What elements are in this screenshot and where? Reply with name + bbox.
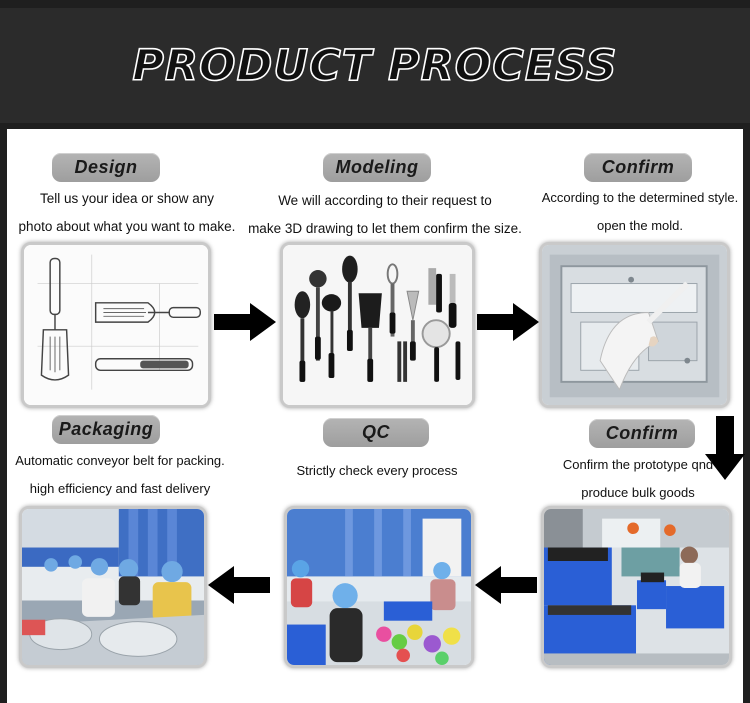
arrow-right-icon	[214, 303, 276, 341]
step-label-design: Design	[52, 153, 160, 182]
qc-inspection-photo-image	[284, 506, 474, 668]
step-desc-design-line2: photo about what you want to make.	[18, 219, 236, 234]
step-desc-confirm-prototype-line2: produce bulk goods	[581, 485, 695, 500]
step-desc-packaging-line2: high efficiency and fast delivery	[29, 481, 211, 496]
step-desc-modeling: We will according to their request to ma…	[240, 187, 530, 243]
step-desc-packaging-line1: Automatic conveyor belt for packing.	[15, 453, 225, 468]
mold-photo-image	[539, 242, 730, 408]
step-desc-confirm-mold: According to the determined style. open …	[527, 184, 750, 240]
bulk-production-photo-image	[541, 506, 732, 668]
step-desc-qc-line1: Strictly check every process	[296, 463, 458, 478]
step-desc-confirm-prototype: Confirm the prototype qnd produce bulk g…	[527, 451, 749, 507]
header-banner: PRODUCT PROCESS	[0, 8, 750, 123]
arrow-right-icon	[477, 303, 539, 341]
design-sketch-image	[21, 242, 211, 408]
step-desc-qc: Strictly check every process	[257, 457, 497, 485]
page-title: PRODUCT PROCESS	[132, 40, 618, 92]
step-label-confirm-prototype: Confirm	[589, 419, 695, 448]
step-desc-design: Tell us your idea or show any photo abou…	[7, 185, 247, 241]
arrow-left-icon	[208, 566, 270, 604]
step-desc-confirm-mold-line1: According to the determined style.	[541, 190, 739, 205]
step-label-modeling: Modeling	[323, 153, 431, 182]
step-desc-design-line1: Tell us your idea or show any	[39, 191, 215, 206]
process-panel: Design Tell us your idea or show any pho…	[7, 129, 745, 703]
step-label-packaging: Packaging	[52, 415, 160, 444]
step-desc-confirm-mold-line2: open the mold.	[596, 218, 683, 233]
step-desc-modeling-line1: We will according to their request to	[278, 193, 492, 208]
arrow-left-icon	[475, 566, 537, 604]
step-label-qc: QC	[323, 418, 429, 447]
kitchen-utensils-3d-image	[280, 242, 475, 408]
packaging-line-photo-image	[19, 506, 207, 668]
arrow-down-icon	[705, 416, 745, 480]
step-desc-confirm-prototype-line1: Confirm the prototype qnd	[562, 457, 714, 472]
step-desc-packaging: Automatic conveyor belt for packing. hig…	[7, 447, 233, 503]
step-desc-modeling-line2: make 3D drawing to let them confirm the …	[248, 221, 522, 236]
step-label-confirm-mold: Confirm	[584, 153, 692, 182]
